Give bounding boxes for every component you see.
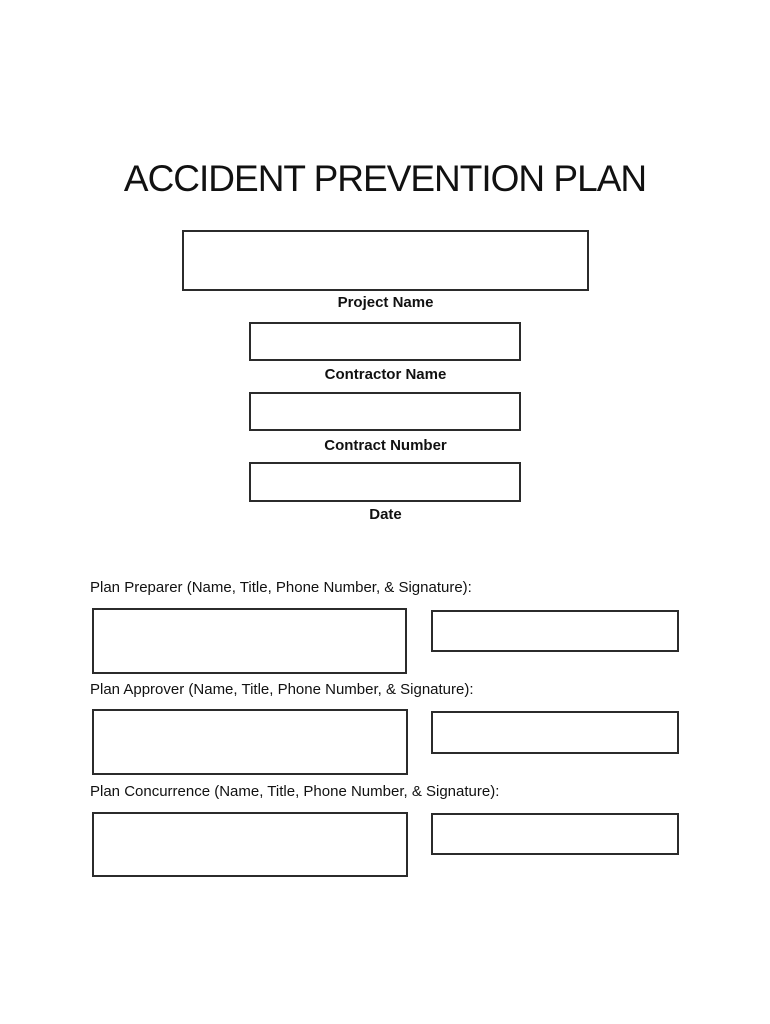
contract-number-input[interactable] xyxy=(249,392,521,431)
plan-preparer-signature-input[interactable] xyxy=(431,610,679,652)
date-input[interactable] xyxy=(249,462,521,502)
project-name-input[interactable] xyxy=(182,230,589,291)
plan-concurrence-label: Plan Concurrence (Name, Title, Phone Num… xyxy=(90,783,500,800)
plan-preparer-info-input[interactable] xyxy=(92,608,407,674)
page-title: ACCIDENT PREVENTION PLAN xyxy=(123,158,647,199)
plan-approver-signature-input[interactable] xyxy=(431,711,679,754)
date-label: Date xyxy=(369,506,402,523)
plan-approver-label: Plan Approver (Name, Title, Phone Number… xyxy=(90,681,474,698)
contract-number-label: Contract Number xyxy=(324,437,447,454)
contractor-name-input[interactable] xyxy=(249,322,521,361)
plan-preparer-label: Plan Preparer (Name, Title, Phone Number… xyxy=(90,579,472,596)
plan-concurrence-signature-input[interactable] xyxy=(431,813,679,855)
plan-concurrence-info-input[interactable] xyxy=(92,812,408,877)
contractor-name-label: Contractor Name xyxy=(324,366,447,383)
project-name-label: Project Name xyxy=(337,294,434,311)
plan-approver-info-input[interactable] xyxy=(92,709,408,775)
